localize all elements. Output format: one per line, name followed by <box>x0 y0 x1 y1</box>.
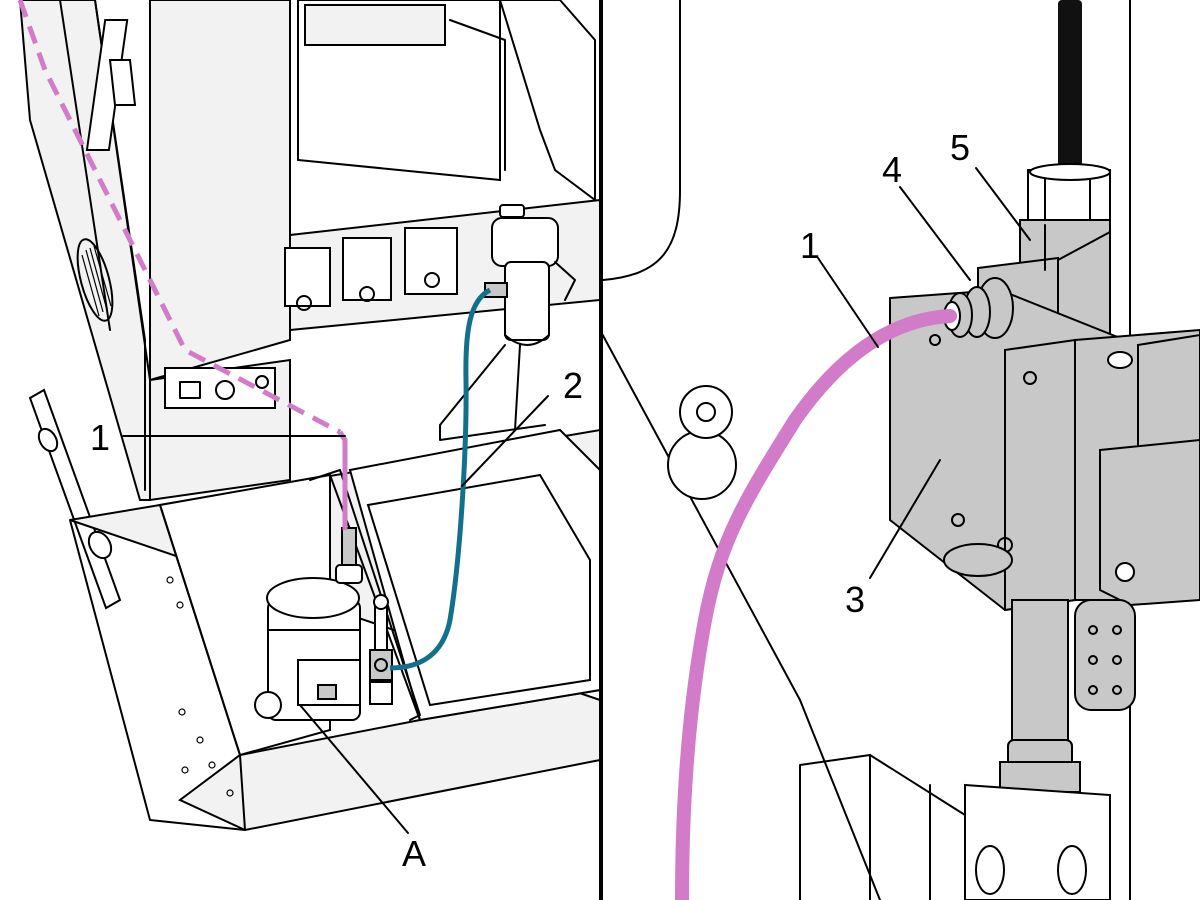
callout-4: 4 <box>882 149 902 190</box>
callout-A: A <box>402 833 426 874</box>
cylinder-rod <box>943 543 1081 793</box>
callout-1-left: 1 <box>90 417 110 458</box>
fan-grille <box>76 238 114 322</box>
coolant-tray <box>69 428 601 832</box>
right-leaders <box>817 167 1031 579</box>
air-filter-bowl <box>484 204 576 346</box>
lower-bracket <box>799 754 1111 900</box>
compression-nut <box>1027 163 1111 226</box>
callout-1-right: 1 <box>800 225 820 266</box>
left-panel: 1 2 A <box>17 0 601 874</box>
line-1-magenta <box>17 0 348 530</box>
left-leaders <box>122 395 549 834</box>
muffler <box>1074 599 1136 711</box>
line-1-fitting <box>335 527 363 584</box>
compression-fitting <box>943 277 1014 339</box>
filter-bracket <box>439 344 546 441</box>
right-panel: 1 3 4 5 <box>599 0 1200 900</box>
callout-5: 5 <box>950 127 970 168</box>
housing-corner <box>602 0 681 281</box>
tray-rivets <box>166 576 234 797</box>
manifold-valve <box>369 594 393 705</box>
handle-bar <box>28 388 122 610</box>
lube-pump-reservoir <box>254 577 361 721</box>
side-block <box>1099 333 1200 607</box>
black-hose <box>1058 0 1082 175</box>
line-2-teal <box>389 287 492 671</box>
line-1-magenta-tube <box>675 309 957 900</box>
sight-cap <box>667 385 737 500</box>
drawer-slots <box>284 227 458 311</box>
callout-2: 2 <box>563 365 583 406</box>
callout-3: 3 <box>845 579 865 620</box>
